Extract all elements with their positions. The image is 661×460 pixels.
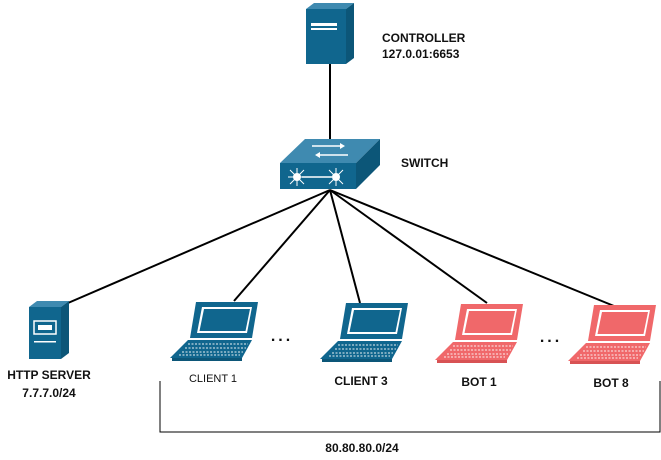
link-switch-client-1 — [233, 189, 331, 302]
connection-lines — [67, 58, 615, 307]
bot-ellipsis: ... — [539, 329, 563, 346]
client-1-laptop-icon — [169, 301, 259, 362]
controller-address: 127.0.01:6653 — [382, 47, 460, 61]
switch-title: SWITCH — [401, 156, 449, 170]
network-switch-icon — [280, 139, 380, 189]
link-switch-http-server — [67, 189, 331, 304]
http-server-title: HTTP SERVER — [7, 368, 91, 382]
client-1-label: CLIENT 1 — [188, 373, 238, 385]
link-switch-bot-1 — [329, 189, 488, 304]
bot-1-label: BOT 1 — [461, 375, 497, 389]
controller-server-icon — [306, 3, 354, 64]
subnet-bracket — [159, 381, 661, 433]
bot-8-label: BOT 8 — [593, 376, 629, 390]
bot-1-laptop-icon — [434, 303, 524, 364]
client-3-label: CLIENT 3 — [334, 374, 388, 388]
client-ellipsis: ... — [270, 328, 294, 345]
bot-8-laptop-icon — [567, 304, 657, 365]
http-server-address: 7.7.7.0/24 — [22, 386, 76, 400]
http-server-icon — [29, 301, 69, 359]
link-switch-bot-8 — [329, 189, 615, 307]
controller-title: CONTROLLER — [382, 31, 466, 45]
link-switch-client-3 — [329, 189, 361, 304]
client-3-laptop-icon — [319, 302, 409, 363]
subnet-label: 80.80.80.0/24 — [325, 441, 399, 455]
